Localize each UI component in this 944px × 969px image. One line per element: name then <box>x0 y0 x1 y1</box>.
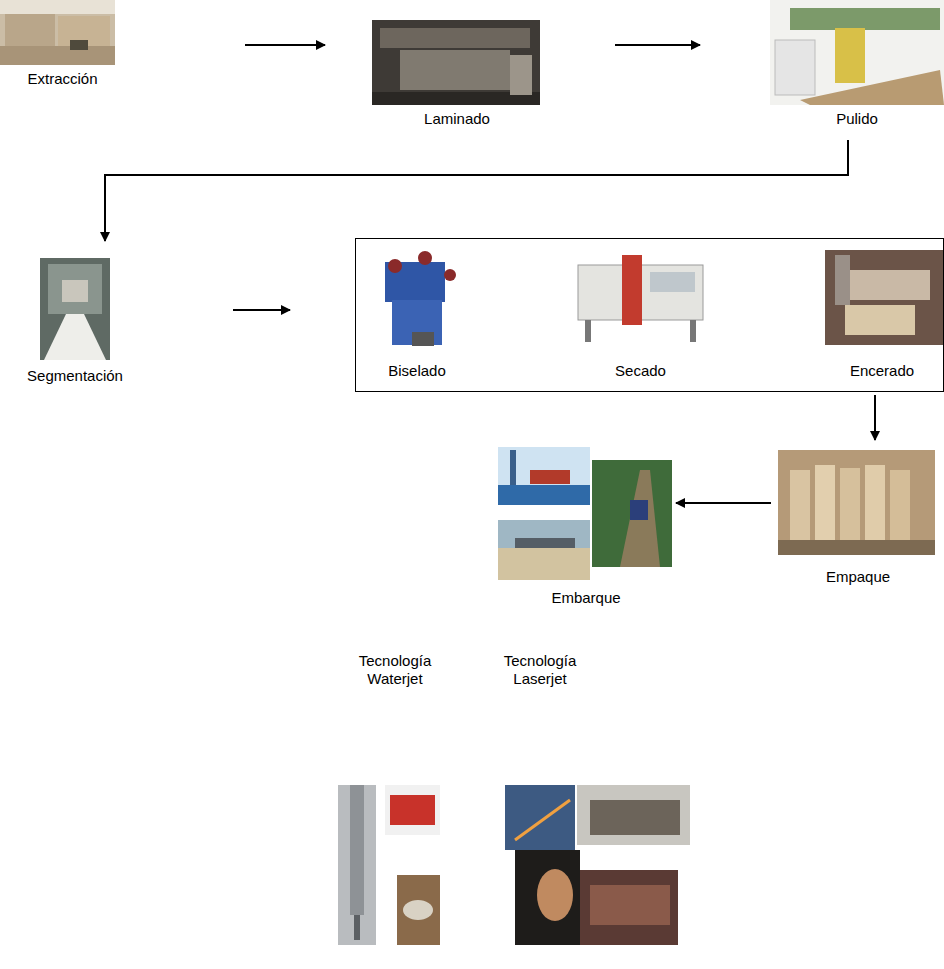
flow-arrow <box>676 502 771 504</box>
step-label: Segmentación <box>27 367 123 385</box>
drying-machine-photo <box>578 255 703 342</box>
shipping-photos <box>498 447 672 580</box>
laserjet-photos <box>505 785 690 945</box>
step-label: Extracción <box>27 70 97 88</box>
process-step: Embarque <box>498 445 674 607</box>
flow-arrow <box>105 140 848 241</box>
process-step: Encerado <box>822 250 942 380</box>
flow-arrow <box>874 395 876 440</box>
process-step: Biselado <box>372 250 462 380</box>
technology-label: Tecnología Waterjet <box>340 652 450 688</box>
process-step: Secado <box>573 250 708 380</box>
step-label: Biselado <box>388 362 446 380</box>
step-label: Pulido <box>836 110 878 128</box>
flow-arrow <box>233 309 290 311</box>
process-step: Laminado <box>372 18 542 128</box>
crated-slabs-photo <box>778 450 935 555</box>
process-step: Segmentación <box>25 255 125 385</box>
step-label: Secado <box>615 362 666 380</box>
process-step: Empaque <box>778 448 938 586</box>
process-group-box: Biselado Secado Encerado <box>355 238 944 392</box>
step-label: Empaque <box>826 568 890 586</box>
waxing-machine-photo <box>825 250 944 345</box>
beveling-machine-photo <box>385 251 456 346</box>
step-label: Encerado <box>850 362 914 380</box>
technology-label: Tecnología Laserjet <box>485 652 595 688</box>
flow-arrow <box>245 44 325 46</box>
process-step: Extracción <box>0 0 125 88</box>
gang-saw-photo <box>372 20 540 105</box>
step-label: Laminado <box>424 110 490 128</box>
quarry-photo <box>0 0 115 65</box>
step-label: Embarque <box>551 589 620 607</box>
flow-arrow <box>615 44 700 46</box>
polishing-machine-photo <box>770 0 944 105</box>
process-step: Pulido <box>770 0 944 128</box>
cutting-hall-photo <box>40 258 110 360</box>
waterjet-photos <box>338 785 440 945</box>
